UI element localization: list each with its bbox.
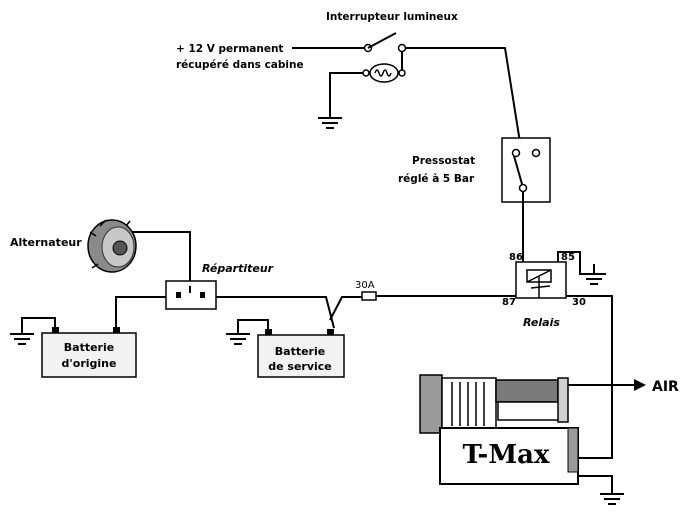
relay-pin-85: 85: [561, 252, 575, 263]
source-label-line2: récupéré dans cabine: [176, 59, 304, 71]
alternator-label: Alternateur: [10, 236, 82, 249]
light-switch-circuit: Interrupteur lumineux + 12 V permanent r…: [176, 11, 523, 156]
compressor-motor-fins: [451, 382, 485, 426]
compressor-motor-cap: [419, 374, 443, 434]
air-arrow-icon: [634, 379, 646, 391]
alternator-to-splitter-wire: [132, 231, 191, 286]
pressure-switch: Pressostat réglé à 5 Bar: [398, 137, 551, 254]
switch-contact-right: [397, 43, 407, 53]
pressure-switch-lever: [513, 155, 523, 185]
relay-pin-30: 30: [572, 297, 586, 308]
alternator-pulley: [112, 240, 128, 256]
ground-symbol-compressor: [600, 493, 624, 505]
splitter-label: Répartiteur: [202, 262, 274, 275]
pressure-switch-box: [501, 137, 551, 203]
pressure-switch-label-line2: réglé à 5 Bar: [398, 173, 475, 185]
alternator: Alternateur: [10, 219, 191, 286]
splitter-terminal-right: [200, 292, 205, 298]
relay-30-to-compressor-wire: [566, 295, 613, 459]
ground-symbol-battery-service: [226, 333, 250, 345]
battery-original-terminal-neg: [52, 327, 59, 333]
compressor-outlet-block: [557, 377, 569, 423]
battery-service-terminal-pos: [327, 329, 334, 335]
pressure-switch-contact-a: [511, 148, 521, 158]
compressor-ground-wire: [578, 475, 613, 494]
lamp-filament: [374, 69, 392, 77]
lamp-ground-wire: [329, 72, 363, 118]
ground-symbol-lamp: [318, 117, 342, 129]
compressor-head: [497, 401, 563, 421]
battery-original-label-line1: Batterie: [64, 341, 114, 354]
compressor-cylinder: [495, 379, 559, 403]
splitter-terminal-left: [176, 292, 181, 298]
relay-pin-87: 87: [502, 297, 516, 308]
ground-symbol-battery-original: [10, 333, 34, 345]
splitter-to-battery-original-wire: [115, 296, 166, 328]
relay-armature: [530, 285, 551, 289]
lamp-terminal-left: [362, 69, 370, 77]
battery-service-body: [257, 334, 345, 378]
pressure-switch-contact-c: [518, 183, 528, 193]
pressure-switch-contact-b: [531, 148, 541, 158]
air-label: AIR: [652, 379, 679, 395]
lamp-bulb: [369, 63, 399, 83]
relay-label: Relais: [523, 316, 560, 329]
lamp-terminal-right: [398, 69, 406, 77]
relay-pin-86: 86: [509, 252, 523, 263]
battery-original-label-line2: d'origine: [62, 357, 117, 370]
compressor: AIR T-Max: [419, 374, 679, 505]
fuse-label: 30A: [355, 280, 375, 291]
battery-service: Batterie de service: [226, 319, 345, 378]
splitter-to-battery-service-wire: [216, 296, 335, 329]
light-switch-label: Interrupteur lumineux: [326, 11, 458, 23]
ground-symbol-relay: [582, 264, 606, 285]
splitter: Répartiteur: [165, 262, 274, 310]
battery-service-terminal-neg: [265, 329, 272, 335]
compressor-label: T-Max: [463, 440, 550, 470]
pressure-switch-label-line1: Pressostat: [412, 155, 475, 167]
switch-lever: [367, 32, 397, 49]
fuse-symbol: [361, 291, 377, 301]
battery-service-to-fuse-wire: [329, 296, 362, 321]
battery-service-label-line2: de service: [268, 360, 332, 373]
battery-original-terminal-pos: [113, 327, 120, 333]
source-label-line1: + 12 V permanent: [176, 43, 283, 55]
compressor-base-box: [439, 427, 579, 485]
battery-service-label-line1: Batterie: [275, 345, 325, 358]
battery-original: Batterie d'origine: [10, 317, 137, 378]
battery-wiring: 30A: [115, 280, 516, 329]
relay: 86 85 87 30 Relais: [502, 251, 613, 459]
battery-original-body: [41, 332, 137, 378]
battery-original-ground-wire: [21, 317, 56, 334]
switch-to-pressostat-wire: [406, 47, 523, 156]
compressor-motor-body: [441, 377, 497, 431]
alternator-fins: [89, 219, 131, 269]
compressor-side-panel: [567, 427, 579, 473]
battery-service-ground-wire: [237, 319, 269, 334]
splitter-box: [165, 280, 217, 310]
